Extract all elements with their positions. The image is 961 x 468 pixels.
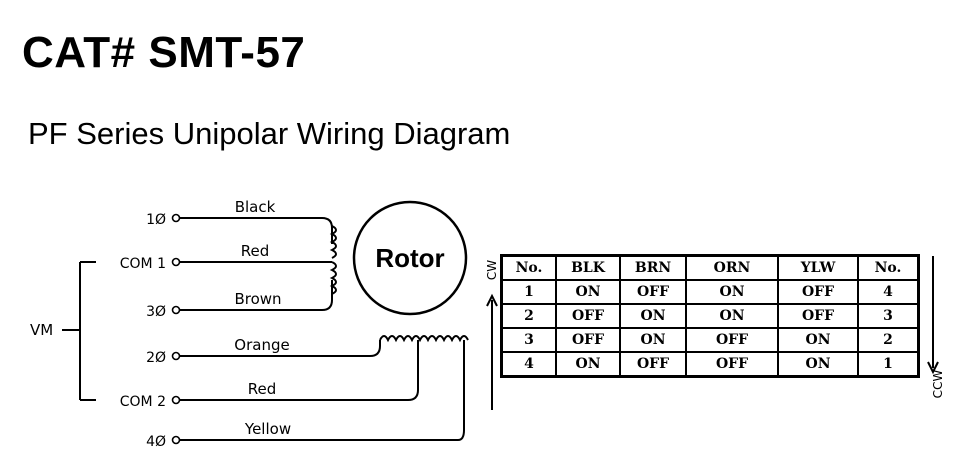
terminal-pin-1: 1Ø <box>146 212 166 228</box>
column-header: No. <box>857 254 920 281</box>
table-cell: 2 <box>857 327 920 353</box>
terminal-pin-com1: COM 1 <box>120 256 166 272</box>
wire-label-red-2: Red <box>248 380 277 398</box>
table-row: 1 ON OFF ON OFF 4 <box>500 279 920 305</box>
terminal-markers <box>171 213 181 445</box>
wire-label-orange: Orange <box>234 336 289 354</box>
table-cell: OFF <box>685 351 779 378</box>
rotor-label: Rotor <box>375 243 444 273</box>
table-cell: 2 <box>500 303 557 329</box>
table-cell: 1 <box>857 351 920 378</box>
column-header: No. <box>500 254 557 281</box>
table-cell: 4 <box>857 279 920 305</box>
column-header: YLW <box>777 254 859 281</box>
table-cell: 3 <box>857 303 920 329</box>
step-sequence-table: No. BLK BRN ORN YLW No. 1 ON OFF ON OFF … <box>500 254 920 378</box>
terminal-pin-3: 3Ø <box>146 304 166 320</box>
table-row: 3 OFF ON OFF ON 2 <box>500 327 920 353</box>
table-cell: OFF <box>619 279 687 305</box>
table-cell: ON <box>619 303 687 329</box>
column-header: ORN <box>685 254 779 281</box>
column-header: BLK <box>555 254 621 281</box>
table-cell: OFF <box>777 303 859 329</box>
table-cell: ON <box>777 351 859 378</box>
table-cell: ON <box>555 351 621 378</box>
table-cell: 4 <box>500 351 557 378</box>
table-cell: ON <box>777 327 859 353</box>
cw-label: CW <box>485 260 499 280</box>
terminal-pin-4: 4Ø <box>146 434 166 450</box>
table-cell: ON <box>685 279 779 305</box>
wire-label-black: Black <box>235 198 276 216</box>
table-cell: 3 <box>500 327 557 353</box>
table-cell: OFF <box>555 327 621 353</box>
table-header-row: No. BLK BRN ORN YLW No. <box>500 254 920 281</box>
vm-label: VM <box>30 321 53 339</box>
table-cell: ON <box>555 279 621 305</box>
terminal-pin-2: 2Ø <box>146 350 166 366</box>
table-cell: ON <box>619 327 687 353</box>
table-cell: OFF <box>555 303 621 329</box>
column-header: BRN <box>619 254 687 281</box>
wiring-lines <box>62 200 939 441</box>
wire-label-brown: Brown <box>234 290 281 308</box>
table-row: 2 OFF ON ON OFF 3 <box>500 303 920 329</box>
table-cell: ON <box>685 303 779 329</box>
page-title: CAT# SMT-57 <box>22 28 306 77</box>
table-row: 4 ON OFF OFF ON 1 <box>500 351 920 378</box>
table-cell: OFF <box>685 327 779 353</box>
table-cell: OFF <box>619 351 687 378</box>
terminal-pin-com2: COM 2 <box>120 394 166 410</box>
wire-label-red-1: Red <box>241 242 270 260</box>
wire-label-yellow: Yellow <box>244 420 291 438</box>
page-subtitle: PF Series Unipolar Wiring Diagram <box>28 116 511 151</box>
table-cell: 1 <box>500 279 557 305</box>
table-cell: OFF <box>777 279 859 305</box>
ccw-label: CCW <box>931 370 945 399</box>
